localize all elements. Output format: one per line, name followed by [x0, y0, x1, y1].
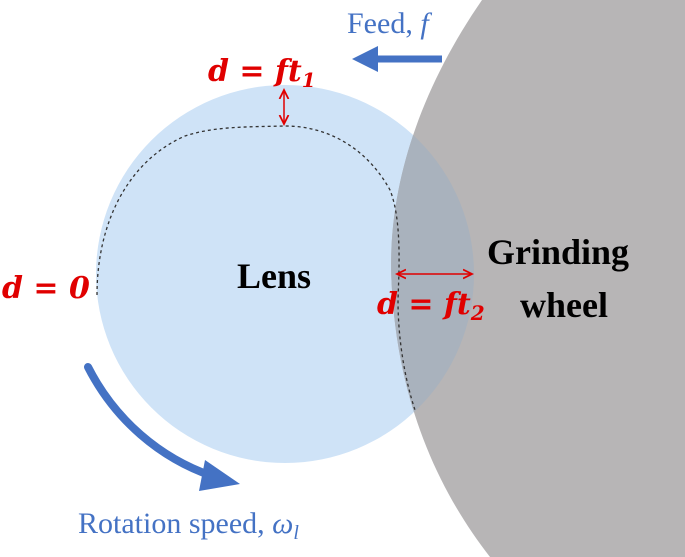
grinding-wheel	[391, 0, 685, 557]
lens-disc	[96, 85, 474, 463]
grinding-label-line2: wheel	[520, 285, 608, 325]
depth-label-zero: d = 0	[2, 271, 90, 306]
depth-label-top: d = ft1	[208, 54, 316, 92]
feed-label: Feed, f	[347, 7, 432, 40]
rotation-label: Rotation speed, ωl	[78, 507, 299, 544]
lens-label: Lens	[237, 256, 311, 296]
depth-label-right: d = ft2	[377, 287, 485, 325]
feed-arrow	[352, 46, 442, 72]
rotation-arrow	[84, 363, 240, 491]
ground-profile-dashed	[96, 125, 416, 411]
grinding-label-line1: Grinding	[487, 232, 629, 272]
